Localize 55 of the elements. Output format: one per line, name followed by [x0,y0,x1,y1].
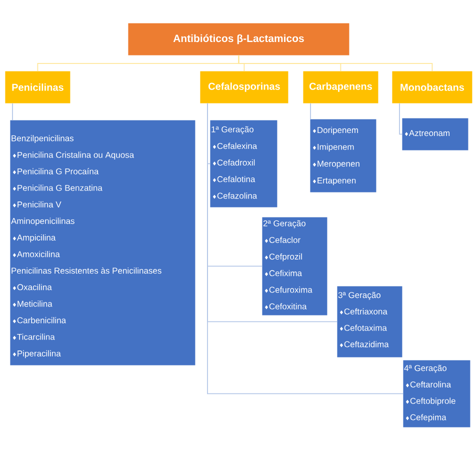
connector-line [399,102,402,135]
category-box: Cefalosporinas [200,71,288,104]
list-item: ♦Ceftobiprole [406,398,456,406]
title-box: Antibióticos β-Lactamicos [128,23,350,56]
list-item: ♦Cefepima [406,414,446,422]
list-box [403,360,470,428]
list-item: ♦Ertapenen [312,178,356,186]
list-heading: Penicilinas Resistentes às Penicilinases [12,267,162,274]
list-item: ♦Penicilina Cristalina ou Aquosa [12,152,134,160]
list-item: ♦Carbenicilina [12,317,66,324]
connector-line [310,102,311,120]
list-heading: 2ª Geração [263,220,306,228]
list-item: ♦Penicilina G Benzatina [12,184,102,191]
list-box [337,286,402,358]
list-item: ♦Cefoxitina [264,303,307,310]
list-item: ♦Penicilina V [12,201,62,208]
category-box: Carbapenens [303,71,378,104]
list-item: ♦Cefprozil [264,253,302,262]
list-item: ♦Cefazolina [212,192,258,199]
list-item: ♦Piperacilina [12,350,61,358]
category-box: Penicilinas [5,71,70,104]
list-box [210,120,278,208]
list-heading: Aminopenicilinas [11,218,74,226]
list-item: ♦Aztreonam [404,130,450,136]
list-item: ♦Ceftriaxona [340,308,388,314]
list-item: ♦Penicilina G Procaína [12,168,99,174]
list-item: ♦Cefaclor [264,236,300,243]
list-item: ♦Cefixima [264,270,302,276]
category-box: Monobactans [392,71,472,104]
list-item: ♦Cefalotina [212,176,256,182]
connector-line [12,102,13,120]
list-heading: 3ª Geração [338,292,380,300]
connector-line [238,54,433,72]
list-item: ♦Cefadroxil [212,159,255,166]
list-heading: 4ª Geração [404,364,446,373]
list-item: ♦Meropenen [312,160,360,168]
list-item: ♦Cefotaxima [340,324,387,331]
connector-line [207,102,404,394]
list-box [402,118,468,150]
list-item: ♦Ticarcilina [12,334,55,340]
list-item: ♦Ampicilina [12,234,56,242]
list-item: ♦Cefalexina [212,142,258,149]
list-item: ♦Oxacilina [12,284,52,290]
list-item: ♦Imipenem [312,144,354,152]
list-box [310,119,376,192]
list-item: ♦Ceftarolina [406,381,452,388]
list-box [262,217,328,316]
list-heading: 1ª Geração [212,126,254,134]
list-item: ♦Amoxicilina [12,250,60,258]
list-box [10,120,196,366]
list-item: ♦Cefuroxima [264,286,312,293]
list-item: ♦Ceftazidima [340,341,389,348]
list-item: ♦Doripenem [312,126,358,135]
list-item: ♦Meticilina [12,300,52,307]
list-heading: Benzilpenicilinas [12,135,74,143]
